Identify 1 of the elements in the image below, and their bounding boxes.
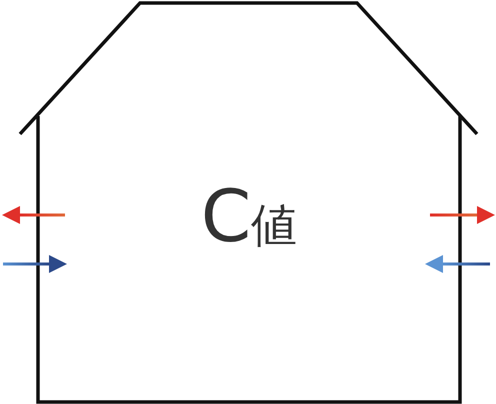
node-label: C値 [200, 180, 298, 252]
